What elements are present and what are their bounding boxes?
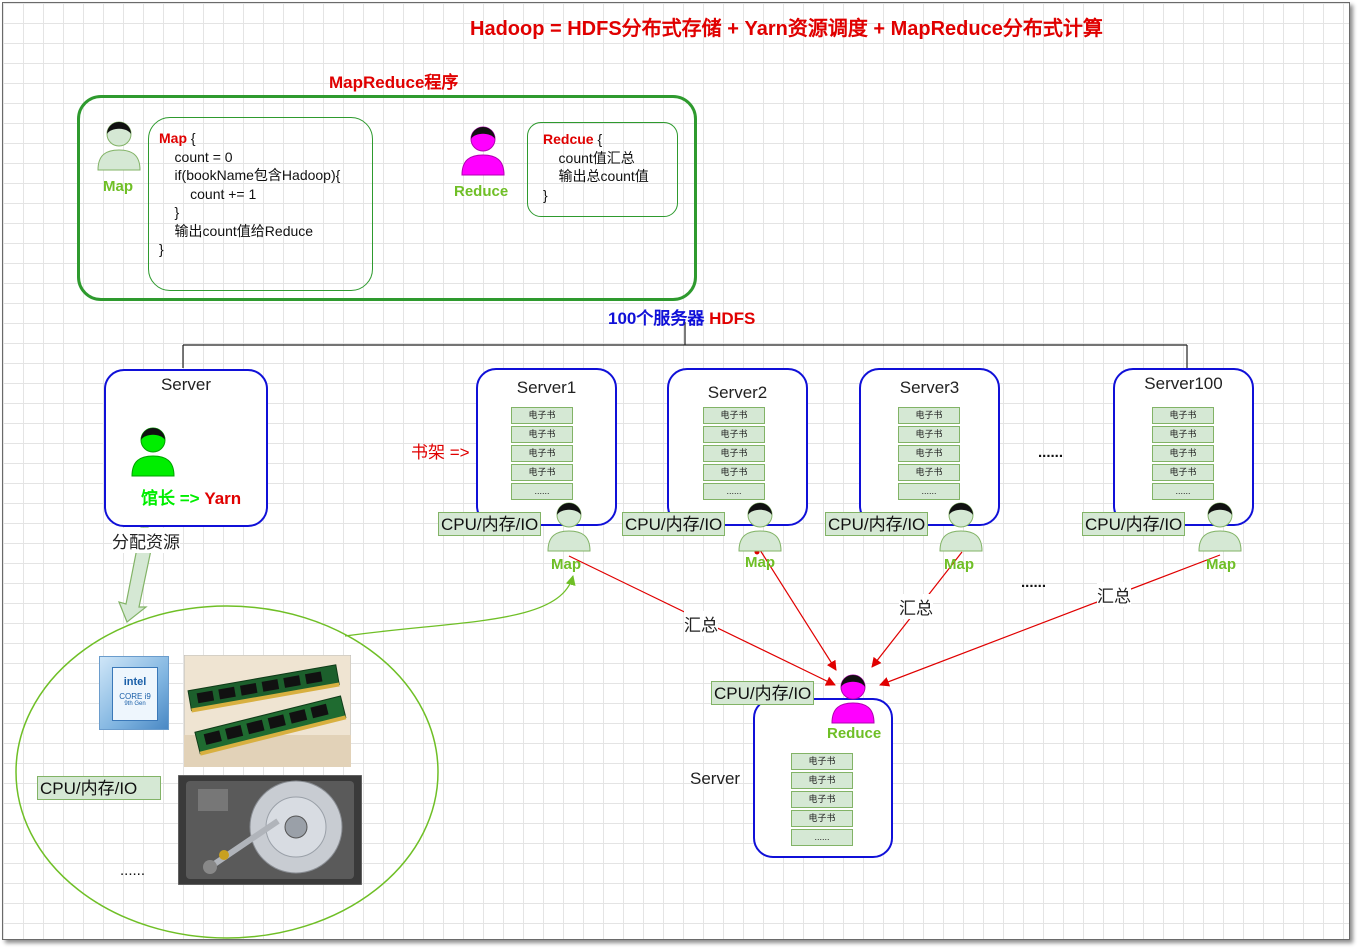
- program-label: MapReduce程序: [329, 73, 459, 92]
- summary-arrow-4: [879, 554, 1221, 687]
- book: 电子书: [511, 445, 573, 462]
- manager-server-box: Server: [104, 369, 268, 527]
- book: 电子书: [1152, 445, 1214, 462]
- cpu-chip-model: CORE i9: [119, 692, 151, 701]
- map-code: Map { count = 0 if(bookName包含Hadoop){ co…: [159, 129, 340, 259]
- hdfs-label-name: HDFS: [709, 309, 756, 328]
- book: 电子书: [1152, 464, 1214, 481]
- reduce-code: Redcue { count值汇总 输出总count值 }: [543, 130, 649, 204]
- diagram-title: Hadoop = HDFS分布式存储 + Yarn资源调度 + MapReduc…: [470, 18, 1103, 40]
- book-more: ......: [511, 483, 573, 500]
- book-more: ......: [703, 483, 765, 500]
- cpu-chip-gen: 9th Gen: [124, 701, 146, 707]
- summary-arrow-2: [759, 549, 837, 671]
- server-100-title: Server100: [1144, 374, 1223, 393]
- book: 电子书: [898, 445, 960, 462]
- server-1-title: Server1: [516, 378, 577, 397]
- book: 电子书: [791, 772, 853, 789]
- cpu-chip-image: intel CORE i9 9th Gen: [99, 656, 169, 730]
- book: 电子书: [703, 464, 765, 481]
- server-2-shelf: 电子书 电子书 电子书 电子书 ......: [703, 407, 765, 502]
- reduce-role-label: Reduce: [454, 183, 509, 200]
- server-2-title: Server2: [707, 383, 768, 402]
- book: 电子书: [898, 464, 960, 481]
- hard-disk-image: [178, 775, 362, 885]
- allocate-label: 分配资源: [112, 528, 180, 553]
- yarn-label: 馆长 => Yarn: [141, 484, 241, 509]
- book: 电子书: [703, 445, 765, 462]
- hdfs-label-count: 100个服务器: [608, 309, 710, 328]
- server-3-map-label: Map: [944, 556, 974, 573]
- resources-ellipsis: ......: [120, 862, 146, 879]
- book: 电子书: [898, 407, 960, 424]
- server-2-map-label: Map: [745, 554, 775, 571]
- maps-ellipsis: ......: [1021, 574, 1047, 591]
- server-1-resource: CPU/内存/IO: [438, 512, 542, 536]
- servers-ellipsis: ......: [1038, 444, 1064, 461]
- summary-label-2: 汇总: [899, 594, 933, 619]
- server-3-map-icon: [939, 502, 983, 552]
- book: 电子书: [791, 753, 853, 770]
- book: 电子书: [511, 426, 573, 443]
- book: 电子书: [1152, 426, 1214, 443]
- server-3-shelf: 电子书 电子书 电子书 电子书 ......: [898, 407, 960, 502]
- book-more: ......: [791, 829, 853, 846]
- summary-label-1: 汇总: [684, 611, 718, 636]
- book-more: ......: [1152, 483, 1214, 500]
- yarn-label-curator: 馆长 =>: [141, 489, 205, 508]
- book: 电子书: [703, 426, 765, 443]
- server-2-resource: CPU/内存/IO: [622, 512, 726, 536]
- server-3-resource: CPU/内存/IO: [825, 512, 929, 536]
- manager-server-title: Server: [160, 375, 212, 394]
- resources-ellipse: [15, 605, 439, 939]
- reduce-code-keyword: Redcue: [543, 131, 594, 147]
- server-2-map-icon: [738, 502, 782, 552]
- program-box: [77, 95, 697, 301]
- map-person-icon: [97, 121, 141, 171]
- server-3-title: Server3: [899, 378, 960, 397]
- reduce-server-role-label: Reduce: [827, 725, 882, 742]
- map-code-keyword: Map: [159, 130, 187, 146]
- book: 电子书: [791, 791, 853, 808]
- book: 电子书: [898, 426, 960, 443]
- reduce-server-person-icon: [831, 674, 875, 724]
- server-100-map-icon: [1198, 502, 1242, 552]
- reduce-server-title: Server: [690, 769, 741, 788]
- shelf-label: 书架 =>: [411, 443, 470, 462]
- book-more: ......: [898, 483, 960, 500]
- reduce-server-resource: CPU/内存/IO: [711, 681, 815, 705]
- server-1-map-icon: [547, 502, 591, 552]
- book: 电子书: [1152, 407, 1214, 424]
- book: 电子书: [791, 810, 853, 827]
- reduce-server-shelf: 电子书 电子书 电子书 电子书 ......: [791, 753, 853, 848]
- server-100-shelf: 电子书 电子书 电子书 电子书 ......: [1152, 407, 1214, 502]
- server-1-map-label: Map: [551, 556, 581, 573]
- resource-to-map-curve: [344, 575, 576, 637]
- reduce-code-body: { count值汇总 输出总count值 }: [543, 131, 649, 203]
- resources-label: CPU/内存/IO: [37, 776, 161, 800]
- book: 电子书: [703, 407, 765, 424]
- map-role-label: Map: [103, 178, 133, 195]
- book: 电子书: [511, 407, 573, 424]
- cpu-chip-brand: intel: [123, 676, 147, 688]
- hdfs-tree-connector: [182, 322, 1188, 368]
- server-100-map-label: Map: [1206, 556, 1236, 573]
- reduce-code-box: [527, 122, 678, 217]
- ram-modules-image: [184, 655, 351, 767]
- yarn-label-name: Yarn: [204, 489, 242, 508]
- map-code-body: { count = 0 if(bookName包含Hadoop){ count …: [159, 130, 341, 257]
- book: 电子书: [511, 464, 573, 481]
- map-code-box: [148, 117, 373, 291]
- server-100-resource: CPU/内存/IO: [1082, 512, 1186, 536]
- yarn-person-icon: [131, 427, 175, 477]
- reduce-person-icon: [461, 126, 505, 176]
- hdfs-label: 100个服务器 HDFS: [608, 304, 755, 329]
- server-1-shelf: 电子书 电子书 电子书 电子书 ......: [511, 407, 573, 502]
- summary-label-3: 汇总: [1097, 582, 1131, 607]
